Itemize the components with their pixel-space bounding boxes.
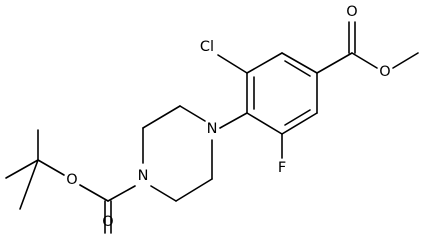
bond-c3-ester-c — [316, 52, 353, 74]
bond-n4-cc — [150, 185, 177, 202]
bond-n1-ca — [179, 105, 206, 122]
bond-tbu-me-left — [5, 159, 39, 179]
atom-labels: Cl F N N O O O O — [66, 4, 390, 230]
atom-f: F — [278, 160, 286, 176]
bond-tbu-me-down — [19, 159, 39, 210]
bond-c6-n — [219, 112, 248, 129]
atom-o-ester-ether: O — [379, 64, 390, 80]
bond-ester-o-methyl — [392, 52, 419, 69]
bond-c1-c2 — [246, 52, 283, 74]
atom-n-aryl: N — [207, 121, 218, 137]
atom-n-boc: N — [138, 168, 149, 184]
bond-boc-c-o — [79, 184, 109, 202]
atom-o-boc-ether: O — [66, 172, 77, 188]
bond-c4-c5 — [281, 112, 318, 135]
bond-ring-inner-2 — [284, 109, 311, 126]
bond-c2-c3 — [281, 52, 318, 74]
bond-c5-c6 — [246, 112, 283, 135]
bond-n4-boc-c — [107, 185, 136, 202]
atom-o-boc-carbonyl: O — [102, 214, 113, 230]
atom-cl: Cl — [200, 39, 214, 55]
atom-o-ester-carbonyl: O — [346, 4, 357, 20]
bond-c1-cl — [217, 54, 248, 74]
bonds — [5, 21, 419, 234]
bond-cc-cd — [175, 178, 213, 202]
bond-ring-inner-1 — [284, 60, 311, 77]
bond-boc-o-tbu — [37, 159, 65, 176]
bond-ca-cb — [142, 105, 181, 129]
bond-ester-c-o — [351, 52, 378, 69]
